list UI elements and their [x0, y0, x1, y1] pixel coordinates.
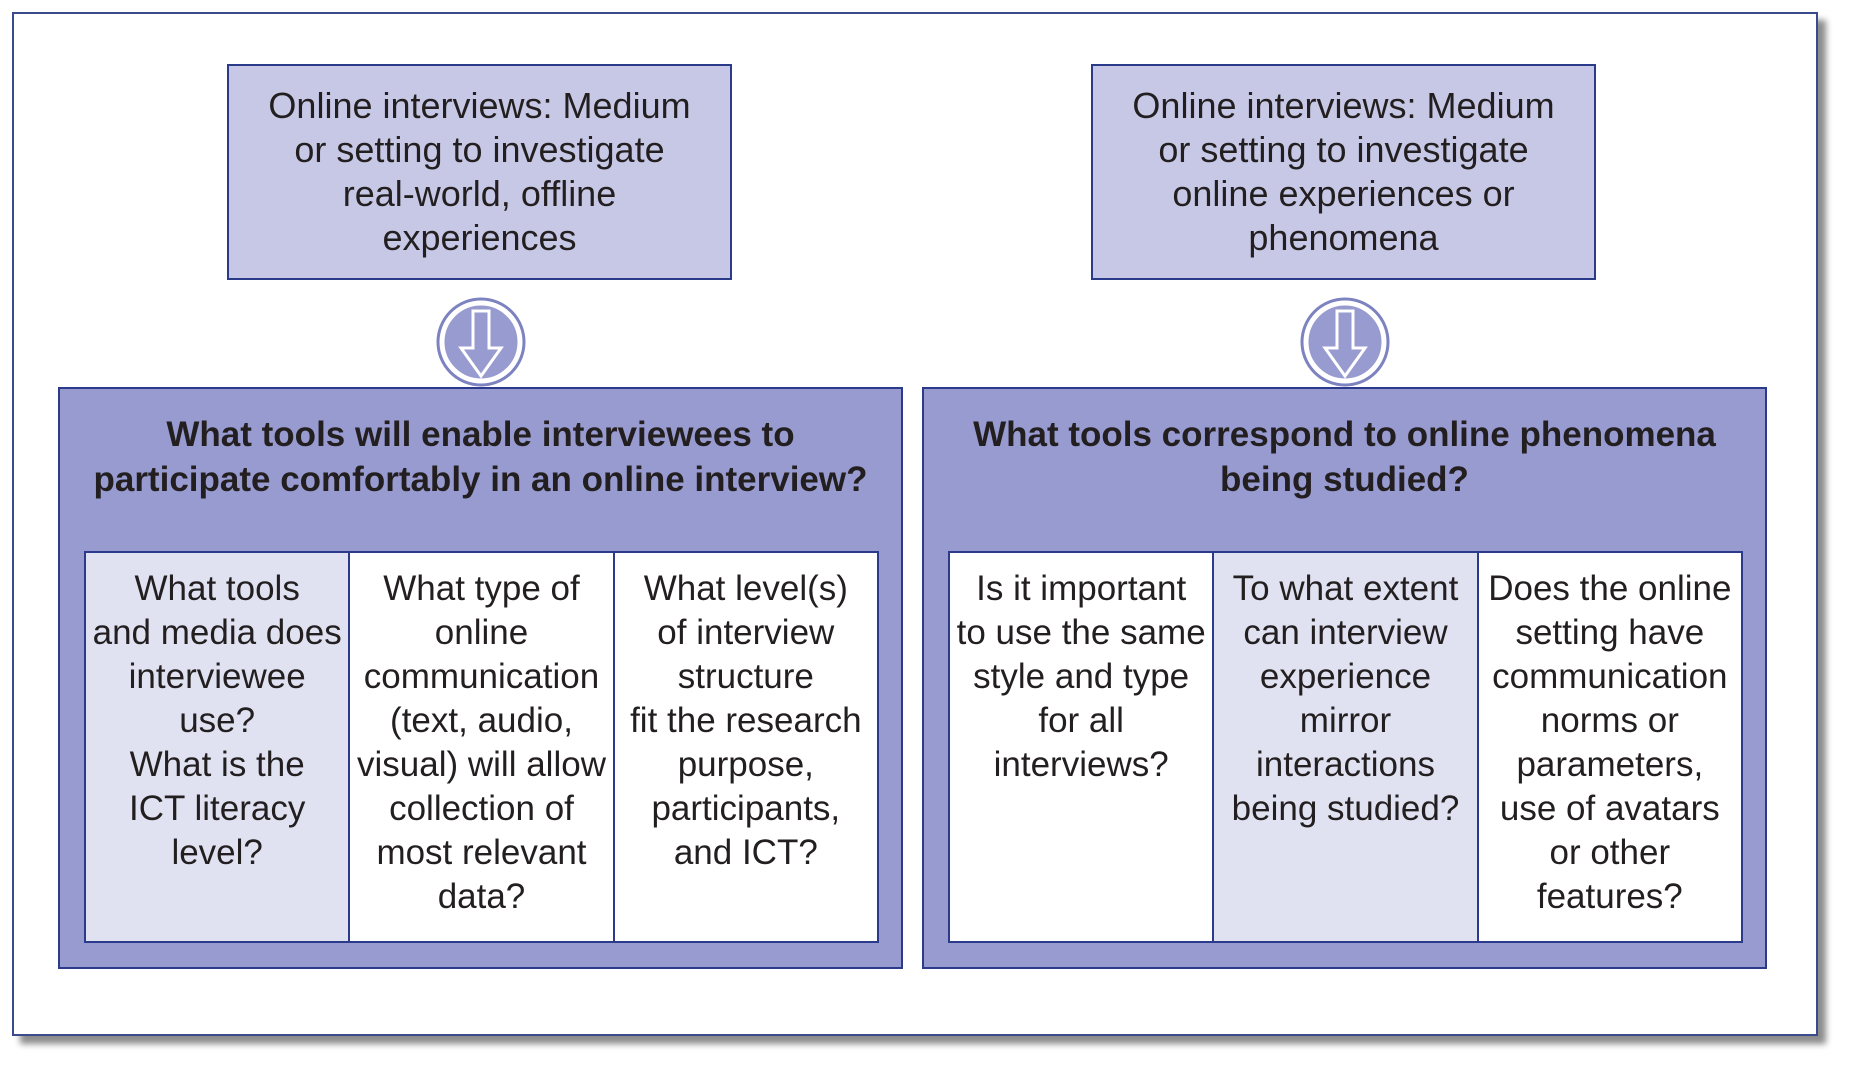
left-top-line: real-world, offline [342, 173, 617, 214]
cell-line: or other [1549, 833, 1671, 872]
cell-line: for all [1038, 701, 1124, 740]
cell-line: participants, [651, 789, 841, 828]
cell-line: Does the online [1488, 569, 1732, 608]
cell-line: use? [179, 701, 256, 740]
cell-line: parameters, [1516, 745, 1704, 784]
left-cell-tools-media: What tools and media does interviewee us… [86, 553, 349, 941]
right-panel: What tools correspond to online phenomen… [922, 387, 1767, 969]
cell-line: data? [437, 877, 526, 916]
right-cells: Is it important to use the same style an… [948, 551, 1743, 943]
cell-line: level? [171, 833, 263, 872]
cell-line: What is the [129, 745, 305, 784]
right-top-line: phenomena [1248, 217, 1439, 258]
right-panel-question: What tools correspond to online phenomen… [924, 412, 1765, 502]
right-cell-mirror-interactions: To what extent can interview experience … [1212, 553, 1477, 941]
cell-line: communication [1492, 657, 1728, 696]
cell-line: structure [677, 657, 814, 696]
cell-line: norms or [1540, 701, 1679, 740]
cell-line: being studied? [1231, 789, 1460, 828]
cell-line: purpose, [677, 745, 814, 784]
right-cell-same-style: Is it important to use the same style an… [950, 553, 1213, 941]
cell-line: collection of [389, 789, 574, 828]
down-arrow-icon [1300, 297, 1390, 387]
right-question-line: being studied? [1220, 460, 1469, 499]
cell-line: can interview [1243, 613, 1448, 652]
right-cell-setting-norms: Does the online setting have communicati… [1476, 553, 1741, 941]
right-top-line: or setting to investigate [1158, 129, 1529, 170]
left-question-line: participate comfortably in an online int… [93, 460, 868, 499]
right-top-box: Online interviews: Medium or setting to … [1091, 64, 1596, 280]
cell-line: (text, audio, [390, 701, 573, 740]
cell-line: use of avatars [1499, 789, 1720, 828]
down-arrow-icon [436, 297, 526, 387]
cell-line: online [434, 613, 529, 652]
cell-line: to use the same [956, 613, 1206, 652]
right-question-line: What tools correspond to online phenomen… [973, 415, 1716, 454]
left-top-line: Online interviews: Medium [268, 85, 691, 126]
cell-line: mirror [1299, 701, 1392, 740]
left-top-line: or setting to investigate [294, 129, 665, 170]
cell-line: interviewee [128, 657, 306, 696]
cell-line: ICT literacy [128, 789, 306, 828]
cell-line: most relevant [376, 833, 587, 872]
cell-line: To what extent [1232, 569, 1459, 608]
cell-line: communication [363, 657, 600, 696]
left-cell-communication-type: What type of online communication (text,… [348, 553, 613, 941]
right-top-line: online experiences or [1172, 173, 1515, 214]
cell-line: What tools [134, 569, 300, 608]
cell-line: and ICT? [673, 833, 818, 872]
cell-line: What level(s) [643, 569, 848, 608]
cell-line: Is it important [976, 569, 1187, 608]
left-cells: What tools and media does interviewee us… [84, 551, 879, 943]
cell-line: fit the research [630, 701, 862, 740]
cell-line: visual) will allow [357, 745, 606, 784]
cell-line: interactions [1256, 745, 1435, 784]
cell-line: setting have [1515, 613, 1705, 652]
left-question-line: What tools will enable interviewees to [166, 415, 795, 454]
left-top-line: experiences [382, 217, 577, 258]
cell-line: interviews? [993, 745, 1169, 784]
left-panel-question: What tools will enable interviewees to p… [60, 412, 901, 502]
cell-line: What type of [383, 569, 580, 608]
cell-line: of interview [657, 613, 835, 652]
cell-line: experience [1259, 657, 1432, 696]
left-panel: What tools will enable interviewees to p… [58, 387, 903, 969]
cell-line: and media does [92, 613, 342, 652]
right-top-line: Online interviews: Medium [1132, 85, 1555, 126]
left-top-box: Online interviews: Medium or setting to … [227, 64, 732, 280]
left-cell-interview-structure: What level(s) of interview structure fit… [612, 553, 877, 941]
cell-line: style and type [973, 657, 1190, 696]
cell-line: features? [1536, 877, 1683, 916]
